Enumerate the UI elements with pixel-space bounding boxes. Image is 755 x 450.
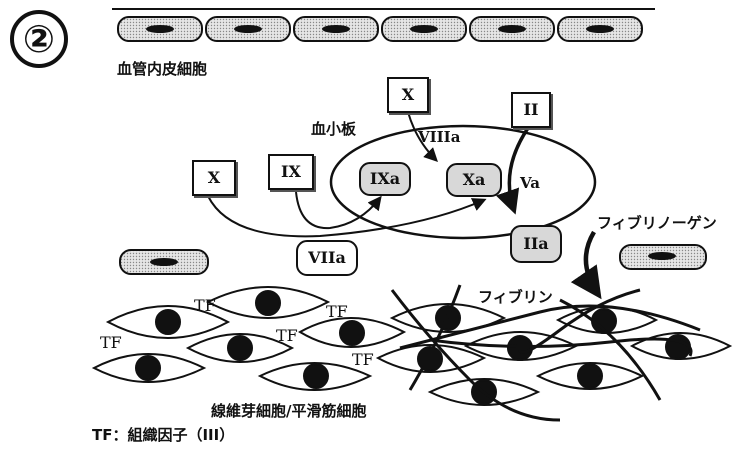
endothelial-cell	[557, 16, 643, 42]
fibrin-strand	[408, 284, 462, 391]
tf-label: TF	[100, 333, 122, 352]
factor-ixa-box: IXa	[359, 162, 411, 196]
arrow-x-to-xa	[207, 195, 487, 238]
factor-x-left-box: X	[192, 160, 236, 196]
tf-label: TF	[352, 350, 374, 369]
endothelial-cell	[205, 16, 291, 42]
platelet-label: 血小板	[311, 120, 357, 138]
tf-legend: TF：組織因子（III）	[92, 426, 235, 444]
fibroblast-label: 線維芽細胞/平滑筋細胞	[211, 402, 367, 420]
factor-ix-box: IX	[268, 154, 314, 190]
fibroblast-cell	[629, 332, 733, 360]
endothelial-cell	[469, 16, 555, 42]
fibrin-strand	[518, 288, 641, 354]
arrow-ix-to-ixa	[295, 191, 382, 230]
endothelial-cell	[117, 16, 203, 42]
factor-x-top-box: X	[387, 77, 429, 113]
tf-label: TF	[326, 302, 348, 321]
endothelial-cell	[293, 16, 379, 42]
endothelial-cell-row	[117, 16, 643, 42]
arrow-fibrinogen-to-fibrin	[570, 230, 602, 300]
fibroblast-cell	[185, 333, 295, 363]
arrow-x-top-to-viiia	[407, 111, 438, 162]
fibrin-strand	[390, 289, 561, 422]
endothelial-cell-left	[119, 249, 209, 275]
fibroblast-layer	[91, 286, 733, 406]
factor-ii-box: II	[511, 92, 551, 128]
step-number-badge: ②	[10, 10, 68, 68]
endothelial-cell	[381, 16, 467, 42]
fibrin-label: フィブリン	[478, 288, 553, 306]
fibrinogen-label: フィブリノーゲン	[597, 214, 717, 232]
fibroblast-cell	[535, 362, 645, 390]
factor-xa-box: Xa	[446, 163, 502, 197]
fibrin-strand	[429, 337, 693, 357]
endothelial-cell-right	[619, 244, 707, 270]
fibroblast-cell	[105, 305, 231, 339]
arrow-ii-to-iia	[495, 127, 530, 215]
tf-label: TF	[194, 296, 216, 315]
platelet-outline	[329, 124, 597, 240]
fibroblast-cell	[257, 362, 373, 391]
fibrin-strand	[399, 304, 701, 350]
fibroblast-cell	[205, 286, 331, 319]
factor-va-label: Va	[520, 174, 540, 192]
factor-viiia-label: VIIIa	[418, 128, 461, 146]
tf-label: TF	[276, 326, 298, 345]
fibrin-mesh	[390, 284, 701, 422]
factor-viia-box: VIIa	[296, 240, 358, 276]
endothelial-cell-label: 血管内皮細胞	[117, 60, 208, 78]
fibroblast-cell	[91, 353, 207, 383]
factor-iia-box: IIa	[510, 225, 562, 263]
fibroblast-cell	[298, 317, 407, 348]
